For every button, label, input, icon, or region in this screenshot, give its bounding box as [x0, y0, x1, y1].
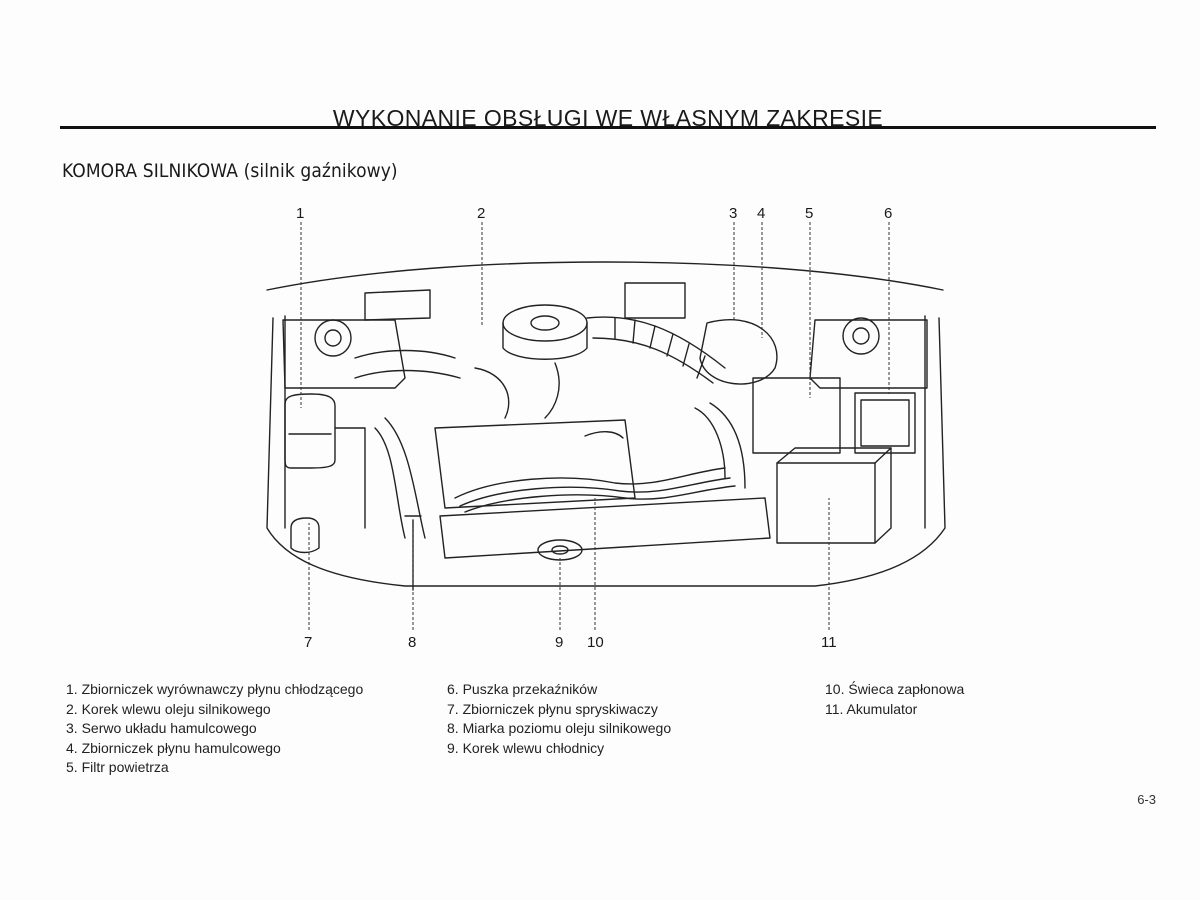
washer-reservoir-shape	[290, 517, 320, 554]
legend-item: 5. Filtr powietrza	[66, 759, 169, 775]
callout-9: 9	[555, 634, 563, 651]
legend-item: 1. Zbiorniczek wyrównawczy płynu chłodzą…	[66, 681, 364, 697]
hood-outline	[266, 261, 944, 291]
coolant-reservoir-shape	[284, 393, 336, 469]
legend-item: 9. Korek wlewu chłodnicy	[447, 739, 605, 756]
body-outline	[266, 317, 946, 587]
callout-4: 4	[757, 205, 765, 222]
relay-box-shape	[854, 392, 916, 454]
legend-item: 2. Korek wlewu oleju silnikowego	[66, 700, 271, 717]
legend-item: 7. Zbiorniczek płynu spryskiwaczy	[447, 700, 658, 717]
section-heading: KOMORA SILNIKOWA (silnik gaźnikowy)	[62, 160, 398, 182]
legend-item: 11. Akumulator	[825, 700, 918, 717]
legend-item: 8. Miarka poziomu oleju silnikowego	[447, 720, 672, 736]
leader-lines	[300, 222, 890, 630]
right-strut-tower	[809, 317, 928, 389]
callout-7: 7	[304, 634, 312, 651]
brake-booster-shape	[699, 319, 778, 385]
callout-8: 8	[408, 634, 416, 651]
cylinder-head-shape	[434, 419, 771, 559]
legend-column-3: 10. Świeca zapłonowa 11. Akumulator	[825, 680, 964, 719]
callouts-top: 1 2 3 4 5 6	[296, 205, 892, 222]
legend-item: 10. Świeca zapłonowa	[825, 681, 965, 697]
callouts-bottom: 7 8 9 10 11	[304, 634, 837, 651]
callout-1: 1	[296, 205, 304, 222]
callout-2: 2	[477, 205, 485, 222]
air-filter-shape	[502, 304, 588, 360]
engine-drawing	[266, 261, 946, 591]
legend-item: 6. Puszka przekaźników	[447, 681, 598, 697]
callout-3: 3	[729, 205, 737, 222]
legend-item: 4. Zbiorniczek płynu hamulcowego	[66, 739, 281, 756]
title-rule	[60, 126, 1156, 129]
engine-compartment-diagram: 1 2 3 4 5 6 7 8 9 10 11	[266, 205, 946, 651]
callout-5: 5	[805, 205, 813, 222]
page-number: 6-3	[1137, 792, 1156, 807]
callout-10: 10	[587, 634, 604, 651]
callout-6: 6	[884, 205, 892, 222]
callout-11: 11	[821, 634, 837, 651]
legend-column-2: 6. Puszka przekaźników 7. Zbiorniczek pł…	[447, 680, 671, 758]
battery-shape	[752, 377, 892, 544]
legend-column-1: 1. Zbiorniczek wyrównawczy płynu chłodzą…	[66, 680, 363, 778]
intake-hose-shape	[586, 316, 726, 384]
legend-item: 3. Serwo układu hamulcowego	[66, 720, 257, 736]
